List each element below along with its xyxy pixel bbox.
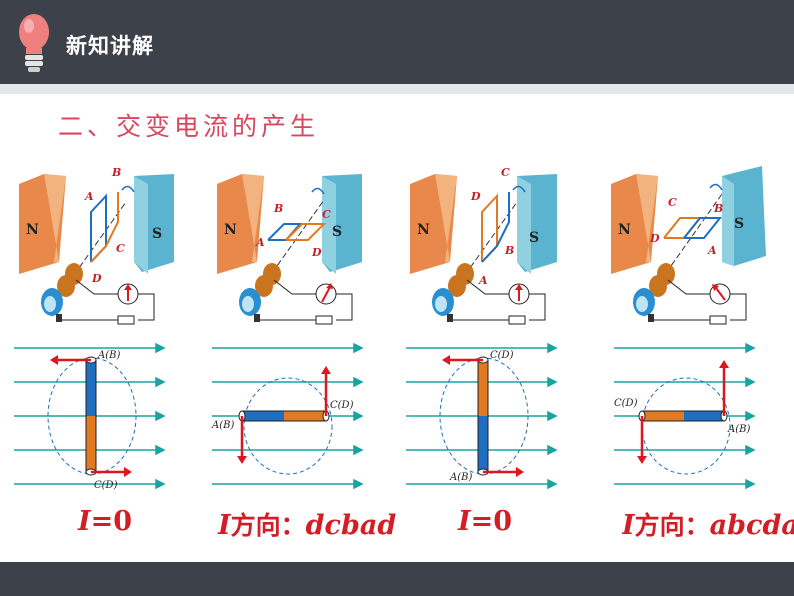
field-diagram-4: C(D) A(B) xyxy=(614,342,756,490)
caption-text: =0 xyxy=(90,506,133,537)
field-label: A(B) xyxy=(727,424,750,435)
field-label: C(D) xyxy=(490,350,514,361)
current-symbol: I xyxy=(458,506,471,537)
field-diagram-1: A(B) C(D) xyxy=(14,342,166,491)
coil-label: C xyxy=(322,208,331,221)
coil-label: A xyxy=(84,190,94,203)
coil-label: D xyxy=(91,272,102,285)
north-pole-label: N xyxy=(417,222,430,238)
caption-text: =0 xyxy=(470,506,513,537)
coil-label: C xyxy=(668,196,677,209)
coil-label: D xyxy=(470,190,481,203)
field-label: C(D) xyxy=(614,398,638,409)
caption-3: I=0 xyxy=(458,506,512,537)
coil-label: B xyxy=(713,202,723,215)
generator-diagram-2: N S A B C D xyxy=(217,174,362,325)
coil-label: B xyxy=(504,244,514,257)
current-symbol: I xyxy=(218,510,231,541)
south-pole-label: S xyxy=(152,226,162,242)
field-label: A(B) xyxy=(211,420,234,431)
caption-text: 方向： xyxy=(230,511,306,540)
lightbulb-icon xyxy=(19,14,49,72)
caption-2: I方向：dcbad xyxy=(218,506,396,542)
south-pole-label: S xyxy=(734,216,744,232)
header-strip xyxy=(0,84,794,94)
current-direction: abcda xyxy=(709,510,794,541)
north-pole-label: N xyxy=(224,222,237,238)
coil-label: C xyxy=(116,242,125,255)
field-label: A(B) xyxy=(449,472,472,483)
header-bar: 新知讲解 xyxy=(0,0,794,94)
caption-4: I方向：abcda xyxy=(622,506,794,542)
coil-label: D xyxy=(649,232,660,245)
coil-label: A xyxy=(255,236,265,249)
caption-1: I=0 xyxy=(78,506,132,537)
coil-label: A xyxy=(707,244,717,257)
field-label: C(D) xyxy=(94,480,118,491)
caption-text: 方向： xyxy=(634,511,710,540)
header-title: 新知讲解 xyxy=(66,34,154,58)
field-label: C(D) xyxy=(330,400,354,411)
north-pole-label: N xyxy=(26,222,39,238)
coil-label: C xyxy=(501,166,510,179)
field-diagram-2: A(B) C(D) xyxy=(211,342,364,490)
current-symbol: I xyxy=(78,506,91,537)
generator-diagram-1: N S A B C D xyxy=(19,166,174,325)
footer-bar xyxy=(0,562,794,596)
field-diagram-3: C(D) A(B) xyxy=(406,342,558,490)
south-pole-label: S xyxy=(332,224,342,240)
current-direction: dcbad xyxy=(305,510,397,541)
generator-diagram-4: N S C D A B xyxy=(611,166,766,325)
coil-label: B xyxy=(273,202,283,215)
north-pole-label: N xyxy=(618,222,631,238)
generator-diagram-3: N S C D B A xyxy=(410,166,557,325)
field-label: A(B) xyxy=(97,350,120,361)
current-symbol: I xyxy=(622,510,635,541)
coil-label: D xyxy=(311,246,322,259)
south-pole-label: S xyxy=(529,230,539,246)
coil-label: B xyxy=(111,166,121,179)
section-title: 二、交变电流的产生 xyxy=(58,112,320,141)
coil-label: A xyxy=(478,274,488,287)
